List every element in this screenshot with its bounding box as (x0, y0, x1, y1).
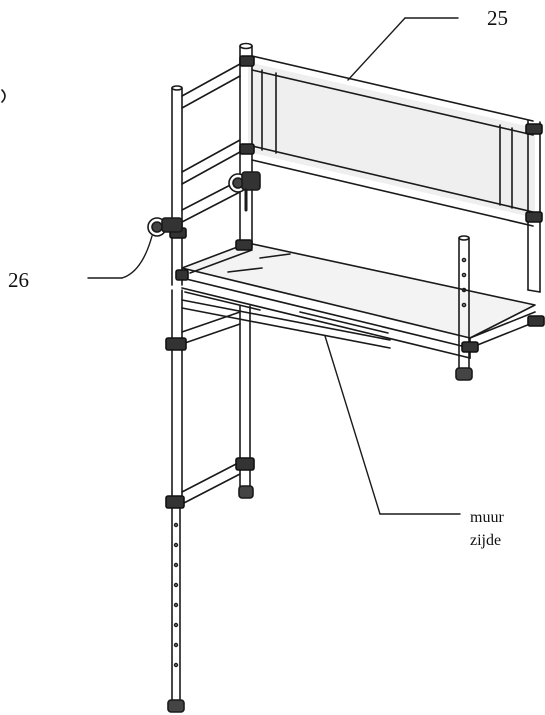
callout-wall-side-line2: zijde (470, 532, 502, 549)
lower-support-frame (171, 289, 254, 506)
callout-25: 25 (487, 6, 508, 30)
platform-deck (181, 242, 536, 359)
callout-wall-side: muur zijde (470, 506, 504, 552)
wall-side-rail (181, 299, 391, 349)
callout-26: 26 (8, 268, 29, 292)
right-back-uprights (527, 119, 541, 293)
top-clamp-26 (147, 171, 261, 237)
back-guardrail-frame (248, 55, 535, 227)
leader-lines (87, 17, 461, 515)
edge-mark (1, 89, 6, 103)
callout-wall-side-line1: muur (470, 509, 504, 526)
adjustable-leg (167, 504, 185, 713)
